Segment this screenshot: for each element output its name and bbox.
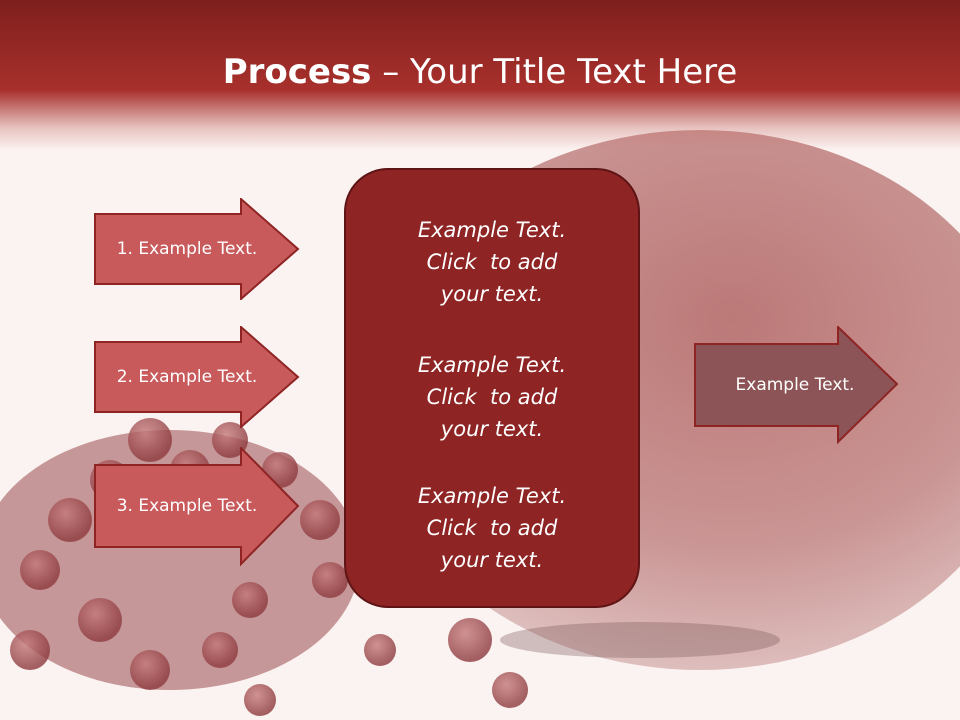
center-block-2-line-2: Click to add — [426, 385, 558, 409]
center-block-2-line-3: your text. — [440, 417, 544, 441]
step-3-arrow[interactable] — [94, 447, 300, 567]
center-block-2-line-1: Example Text. — [417, 353, 567, 377]
center-block-1-line-2: Click to add — [426, 250, 558, 274]
title-banner — [0, 0, 960, 150]
center-content-box[interactable]: Example Text. Click to add your text. Ex… — [344, 168, 640, 608]
center-block-1-line-3: your text. — [440, 282, 544, 306]
center-block-2: Example Text. Click to add your text. — [346, 349, 638, 445]
center-block-3: Example Text. Click to add your text. — [346, 480, 638, 576]
center-block-3-line-1: Example Text. — [417, 484, 567, 508]
center-block-1-line-1: Example Text. — [417, 218, 567, 242]
step-1-arrow[interactable] — [94, 198, 300, 300]
title-bold: Process — [222, 52, 372, 92]
step-3-label: 3. Example Text. — [116, 496, 258, 516]
title-rest: – Your Title Text Here — [371, 52, 738, 92]
step-2-arrow[interactable] — [94, 326, 300, 428]
step-2-label: 2. Example Text. — [116, 367, 258, 387]
slide-title[interactable]: Process – Your Title Text Here — [0, 52, 960, 92]
result-arrow[interactable] — [694, 326, 900, 444]
result-label: Example Text. — [735, 375, 855, 395]
center-block-3-line-2: Click to add — [426, 516, 558, 540]
center-block-1: Example Text. Click to add your text. — [346, 214, 638, 310]
center-block-3-line-3: your text. — [440, 548, 544, 572]
step-1-label: 1. Example Text. — [116, 239, 258, 259]
